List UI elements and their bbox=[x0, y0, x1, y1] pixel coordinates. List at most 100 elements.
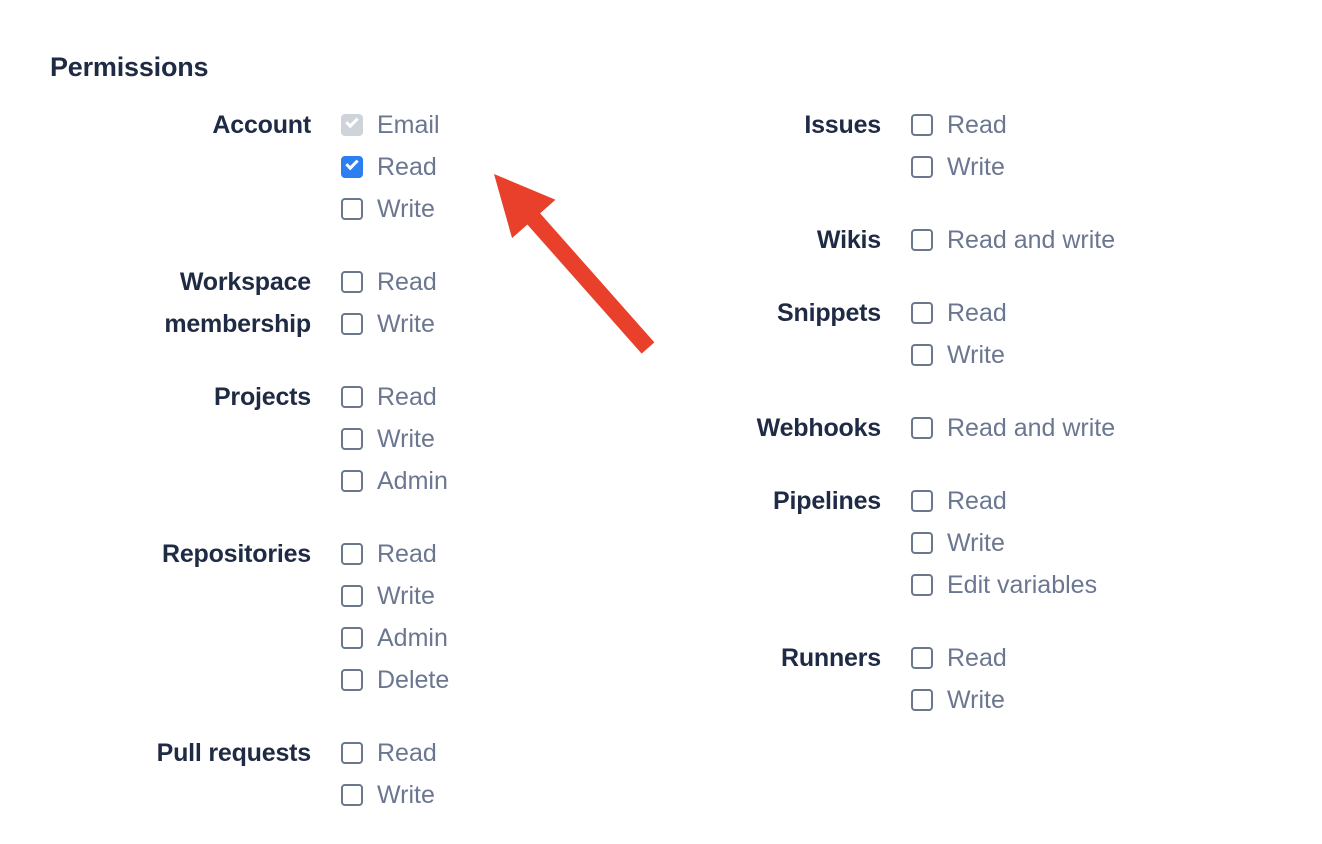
permission-group-label: Account bbox=[212, 111, 311, 139]
page-title: Permissions bbox=[50, 52, 209, 82]
permission-option-row[interactable]: Admin bbox=[341, 460, 660, 502]
permission-option-row[interactable]: Read bbox=[911, 104, 1322, 146]
permission-group-label: Snippets bbox=[777, 299, 881, 327]
permission-option-label: Read bbox=[947, 299, 1007, 327]
checkbox-write[interactable] bbox=[341, 428, 363, 450]
checkbox-write[interactable] bbox=[341, 198, 363, 220]
permission-option-row[interactable]: Read bbox=[341, 732, 660, 774]
permission-option-row[interactable]: Read and write bbox=[911, 407, 1322, 449]
checkbox-write[interactable] bbox=[341, 784, 363, 806]
permission-option-label: Write bbox=[947, 686, 1005, 714]
permission-option-row[interactable]: Read bbox=[911, 480, 1322, 522]
permission-option-label: Admin bbox=[377, 624, 448, 652]
checkbox-read-and-write[interactable] bbox=[911, 229, 933, 251]
permission-option-label: Write bbox=[377, 310, 435, 338]
permission-group: Webhooks Read and write bbox=[660, 407, 1322, 449]
permission-option-row[interactable]: Write bbox=[911, 522, 1322, 564]
checkbox-write[interactable] bbox=[341, 313, 363, 335]
permission-option-row[interactable]: Read bbox=[341, 376, 660, 418]
checkbox-admin[interactable] bbox=[341, 470, 363, 492]
permission-option-label: Read bbox=[377, 268, 437, 296]
checkbox-read[interactable] bbox=[911, 647, 933, 669]
checkbox-read[interactable] bbox=[341, 156, 363, 178]
permission-option-row[interactable]: Edit variables bbox=[911, 564, 1322, 606]
permission-group-label: Webhooks bbox=[756, 414, 882, 442]
checkbox-write[interactable] bbox=[341, 585, 363, 607]
permission-group: Wikis Read and write bbox=[660, 219, 1322, 261]
permission-option-row[interactable]: Write bbox=[911, 334, 1322, 376]
permission-option-label: Write bbox=[377, 781, 435, 809]
checkbox-read[interactable] bbox=[911, 302, 933, 324]
permission-option-row[interactable]: Write bbox=[911, 146, 1322, 188]
permission-option-label: Write bbox=[947, 153, 1005, 181]
permission-option-row[interactable]: Read bbox=[341, 533, 660, 575]
permission-group-label: Repositories bbox=[161, 540, 311, 568]
permission-option-label: Read bbox=[377, 739, 437, 767]
permission-option-row[interactable]: Write bbox=[341, 774, 660, 816]
permission-option-row[interactable]: Write bbox=[341, 303, 660, 345]
checkbox-write[interactable] bbox=[911, 532, 933, 554]
permission-group-label: Wikis bbox=[816, 226, 881, 254]
checkbox-admin[interactable] bbox=[341, 627, 363, 649]
permission-group-label: Projects bbox=[213, 383, 311, 411]
permission-option-label: Read and write bbox=[947, 414, 1116, 442]
permission-option-row[interactable]: Read bbox=[341, 146, 660, 188]
permission-option-row[interactable]: Read bbox=[341, 261, 660, 303]
checkbox-delete[interactable] bbox=[341, 669, 363, 691]
checkbox-write[interactable] bbox=[911, 344, 933, 366]
permission-option-label: Delete bbox=[377, 666, 450, 694]
permission-option-label: Read bbox=[377, 153, 437, 181]
checkbox-read[interactable] bbox=[341, 386, 363, 408]
permission-option-label: Read bbox=[947, 487, 1007, 515]
permission-option-row[interactable]: Write bbox=[341, 575, 660, 617]
permission-option-row[interactable]: Write bbox=[341, 188, 660, 230]
permission-option-row[interactable]: Read bbox=[911, 292, 1322, 334]
permission-option-label: Read bbox=[377, 540, 437, 568]
permission-option-list: Read and write bbox=[911, 407, 1322, 449]
permission-option-label: Write bbox=[377, 195, 435, 223]
permission-option-row[interactable]: Write bbox=[911, 679, 1322, 721]
permission-option-row[interactable]: Read bbox=[911, 637, 1322, 679]
permission-option-row[interactable]: Email bbox=[341, 104, 660, 146]
checkmark-icon bbox=[345, 156, 359, 171]
checkbox-write[interactable] bbox=[911, 156, 933, 178]
permission-option-row[interactable]: Delete bbox=[341, 659, 660, 701]
permission-group-label: Workspace membership bbox=[164, 268, 311, 338]
permission-option-row[interactable]: Read and write bbox=[911, 219, 1322, 261]
permission-option-label: Read and write bbox=[947, 226, 1116, 254]
checkbox-read[interactable] bbox=[341, 271, 363, 293]
checkbox-read[interactable] bbox=[911, 490, 933, 512]
checkbox-edit-variables[interactable] bbox=[911, 574, 933, 596]
permission-option-label: Write bbox=[377, 425, 435, 453]
permission-group-label: Pipelines bbox=[773, 487, 881, 515]
permission-option-label: Write bbox=[947, 529, 1005, 557]
permission-option-label: Read bbox=[947, 644, 1007, 672]
permission-option-label: Email bbox=[377, 111, 440, 139]
checkbox-read[interactable] bbox=[341, 543, 363, 565]
checkbox-write[interactable] bbox=[911, 689, 933, 711]
checkbox-read[interactable] bbox=[341, 742, 363, 764]
permission-option-list: Read and write bbox=[911, 219, 1322, 261]
permission-option-row[interactable]: Admin bbox=[341, 617, 660, 659]
permission-group-label: Pull requests bbox=[156, 739, 312, 767]
checkbox-read[interactable] bbox=[911, 114, 933, 136]
permission-option-label: Edit variables bbox=[947, 571, 1098, 599]
permission-option-row[interactable]: Write bbox=[341, 418, 660, 460]
checkbox-read-and-write[interactable] bbox=[911, 417, 933, 439]
